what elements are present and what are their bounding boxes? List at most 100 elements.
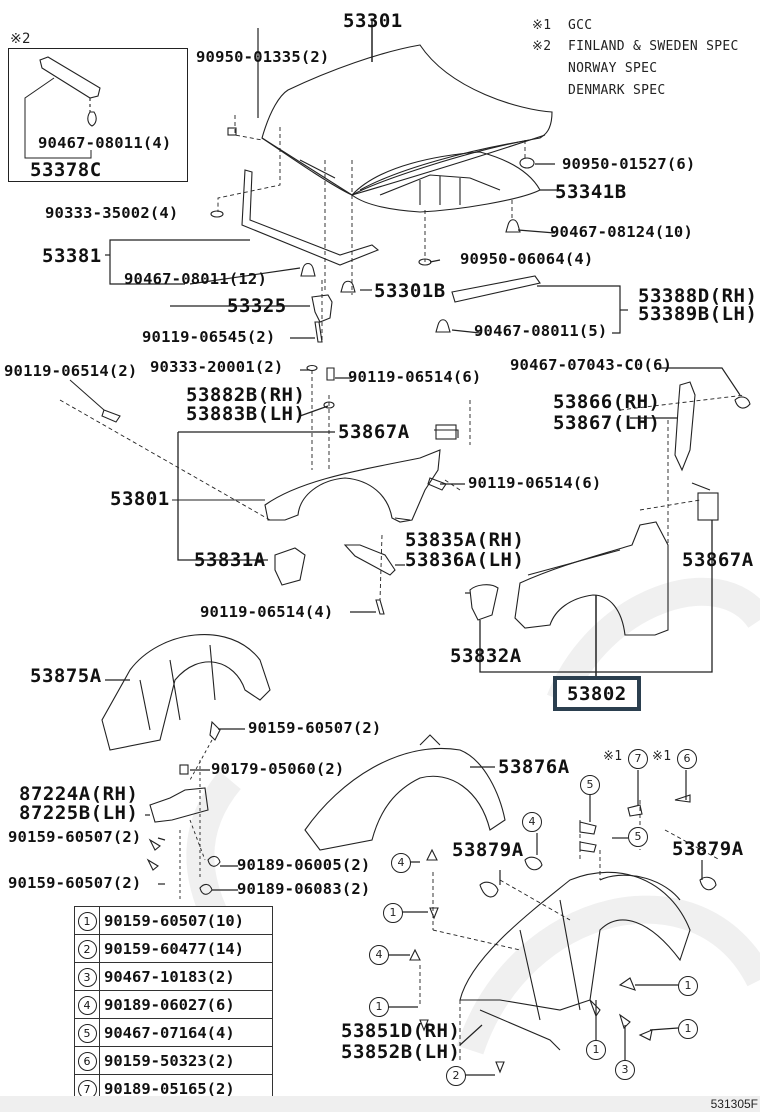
- part-label-lower-cover-lh[interactable]: 53852B(LH): [341, 1041, 461, 1063]
- part-label-fender-seal-right[interactable]: 53832A: [450, 645, 522, 667]
- part-label-horn-bracket-rh[interactable]: 87224A(RH): [19, 783, 139, 805]
- part-label-plug-small[interactable]: 90333-20001(2): [150, 358, 284, 376]
- part-label-screw-low[interactable]: 90159-60507(2): [8, 874, 142, 892]
- callout-4-icon[interactable]: 4: [391, 853, 411, 873]
- part-label-bolt-top[interactable]: 90119-06514(6): [348, 368, 482, 386]
- part-label-screw-mid[interactable]: 90159-60507(2): [8, 828, 142, 846]
- gcc-mark-b: ※1: [652, 749, 672, 764]
- part-label-liner-rear[interactable]: 53876A: [498, 756, 570, 778]
- side-seal-bar[interactable]: [451, 275, 541, 303]
- part-label-fender-bracket-rh[interactable]: 53835A(RH): [405, 529, 525, 551]
- liner-clips: [409, 794, 717, 1074]
- legend-index-cell: 3: [74, 962, 100, 991]
- horn-bracket[interactable]: [149, 787, 209, 823]
- part-label-screw-upper[interactable]: 90159-60507(2): [248, 719, 382, 737]
- legend-part-number[interactable]: 90159-60477(14): [99, 934, 273, 963]
- part-label-inset-clip[interactable]: 90467-08011(4): [38, 134, 172, 152]
- callout-1-icon[interactable]: 1: [369, 997, 389, 1017]
- part-label-side-seal-clip[interactable]: 90467-08011(5): [474, 322, 608, 340]
- liner-front[interactable]: [101, 633, 271, 751]
- callout-1-icon[interactable]: 1: [383, 903, 403, 923]
- callout-6-icon[interactable]: 6: [677, 749, 697, 769]
- legend-part-number[interactable]: 90159-50323(2): [99, 1046, 273, 1075]
- legend-index-cell: 5: [74, 1018, 100, 1047]
- part-label-pad-lh[interactable]: 53883B(LH): [186, 403, 306, 425]
- fender-bracket[interactable]: [343, 544, 396, 576]
- legend-part-number[interactable]: 90467-10183(2): [99, 962, 273, 991]
- fender-left[interactable]: [264, 449, 441, 523]
- part-label-shield-lh[interactable]: 53867(LH): [553, 412, 661, 434]
- part-label-liner-clip-right[interactable]: 53879A: [672, 838, 744, 860]
- part-label-clip-co[interactable]: 90467-07043-C0(6): [510, 356, 673, 374]
- fender-seal-right-part[interactable]: [469, 584, 499, 621]
- part-label-horn-bracket-lh[interactable]: 87225B(LH): [19, 802, 139, 824]
- callout-4-icon[interactable]: 4: [369, 945, 389, 965]
- part-label-side-seal-lh[interactable]: 53389B(LH): [638, 303, 758, 325]
- part-label-fender-left[interactable]: 53801: [110, 488, 170, 510]
- callout-3-icon[interactable]: 3: [615, 1060, 635, 1080]
- part-label-fender-seal-left[interactable]: 53831A: [194, 549, 266, 571]
- hood-bracket[interactable]: [311, 294, 333, 323]
- part-label-pad-rh[interactable]: 53882B(RH): [186, 384, 306, 406]
- part-label-fender-right-highlighted[interactable]: 53802: [553, 676, 641, 711]
- inset-region-box: [8, 48, 188, 182]
- part-label-hood-cushion[interactable]: 90950-01527(6): [562, 155, 696, 173]
- part-label-bolt-mid[interactable]: 90119-06514(6): [468, 474, 602, 492]
- fender-shield[interactable]: [674, 381, 696, 472]
- part-label-nut-low[interactable]: 90189-06083(2): [237, 880, 371, 898]
- inset-bracket[interactable]: [39, 56, 101, 127]
- part-label-nut-mid[interactable]: 90189-06005(2): [237, 856, 371, 874]
- part-label-fender-bracket-lh[interactable]: 53836A(LH): [405, 549, 525, 571]
- hood-seal[interactable]: [241, 169, 380, 266]
- callout-1-icon[interactable]: 1: [586, 1040, 606, 1060]
- legend-part-number[interactable]: 90189-06027(6): [99, 990, 273, 1019]
- part-label-insulator-clip[interactable]: 90467-08124(10): [550, 223, 693, 241]
- note-2-mark: ※2: [532, 39, 552, 54]
- part-label-liner-front[interactable]: 53875A: [30, 665, 102, 687]
- callout-2-icon[interactable]: 2: [446, 1066, 466, 1086]
- part-label-hood-plug[interactable]: 90950-06064(4): [460, 250, 594, 268]
- fender-right[interactable]: [514, 521, 669, 636]
- part-label-seal-plug[interactable]: 90333-35002(4): [45, 204, 179, 222]
- callout-1-icon[interactable]: 1: [678, 1019, 698, 1039]
- callout-5-icon[interactable]: 5: [628, 827, 648, 847]
- part-label-shield-rh[interactable]: 53866(RH): [553, 391, 661, 413]
- part-label-inset-part[interactable]: 53378C: [30, 159, 102, 181]
- callout-5-icon[interactable]: 5: [580, 775, 600, 795]
- note-2-text-line-2: NORWAY SPEC: [568, 61, 658, 76]
- legend-index-cell: 2: [74, 934, 100, 963]
- legend-part-number[interactable]: 90467-07164(4): [99, 1018, 273, 1047]
- part-label-liner-clip-left[interactable]: 53879A: [452, 839, 524, 861]
- callout-7-icon[interactable]: 7: [628, 749, 648, 769]
- part-label-bolt-bracket[interactable]: 90119-06545(2): [142, 328, 276, 346]
- part-label-bumper[interactable]: 53301B: [374, 280, 446, 302]
- part-label-hood-insulator[interactable]: 53341B: [555, 181, 627, 203]
- liner-rear[interactable]: [304, 734, 506, 851]
- part-label-liner-tag-right[interactable]: 53867A: [682, 549, 754, 571]
- callout-4-icon[interactable]: 4: [522, 812, 542, 832]
- lower-cover[interactable]: [459, 871, 691, 1051]
- part-label-lower-cover-rh[interactable]: 53851D(RH): [341, 1020, 461, 1042]
- part-label-nut-upper[interactable]: 90179-05060(2): [211, 760, 345, 778]
- part-label-bolt-left[interactable]: 90119-06514(2): [4, 362, 138, 380]
- part-label-side-seal-rh[interactable]: 53388D(RH): [638, 285, 758, 307]
- legend-part-number[interactable]: 90159-60507(10): [99, 906, 273, 935]
- part-label-hood-seal[interactable]: 53381: [42, 245, 102, 267]
- part-label-seal-clip[interactable]: 90467-08011(12): [124, 270, 267, 288]
- part-label-hood-clip-top[interactable]: 90950-01335(2): [196, 48, 330, 66]
- hood-panel[interactable]: [261, 44, 553, 196]
- fender-seal-left-part[interactable]: [274, 547, 306, 586]
- part-label-hood[interactable]: 53301: [343, 10, 403, 32]
- part-label-hood-bracket[interactable]: 53325: [227, 295, 287, 317]
- callout-1-icon[interactable]: 1: [678, 976, 698, 996]
- part-label-bolt-lower[interactable]: 90119-06514(4): [200, 603, 334, 621]
- fasteners: [101, 127, 751, 615]
- part-label-liner-tag-left[interactable]: 53867A: [338, 421, 410, 443]
